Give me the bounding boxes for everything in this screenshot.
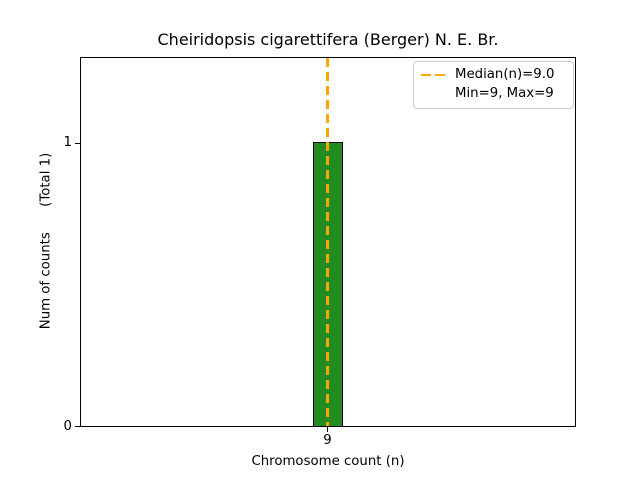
legend-label-median: Median(n)=9.0 (455, 67, 555, 82)
chart-title: Cheiridopsis cigarettifera (Berger) N. E… (157, 30, 499, 49)
x-tick-mark-9 (327, 427, 328, 432)
y-tick-mark-0 (75, 426, 80, 427)
orange-dashed-line-icon (421, 73, 447, 77)
legend-entry-median: Median(n)=9.0 (421, 66, 565, 85)
legend-empty-swatch (421, 93, 447, 96)
y-tick-label-0: 0 (63, 419, 72, 434)
plot-area: Median(n)=9.0 Min=9, Max=9 (80, 57, 576, 427)
legend-entry-minmax: Min=9, Max=9 (421, 85, 565, 104)
y-tick-mark-1 (75, 142, 80, 144)
median-line (326, 58, 329, 426)
y-tick-label-1: 1 (63, 135, 72, 150)
legend: Median(n)=9.0 Min=9, Max=9 (413, 60, 574, 109)
y-axis-label: Num of counts (Total 1) (38, 152, 54, 330)
x-axis-label: Chromosome count (n) (251, 454, 405, 469)
legend-label-minmax: Min=9, Max=9 (455, 86, 554, 101)
x-tick-label-9: 9 (323, 433, 332, 448)
